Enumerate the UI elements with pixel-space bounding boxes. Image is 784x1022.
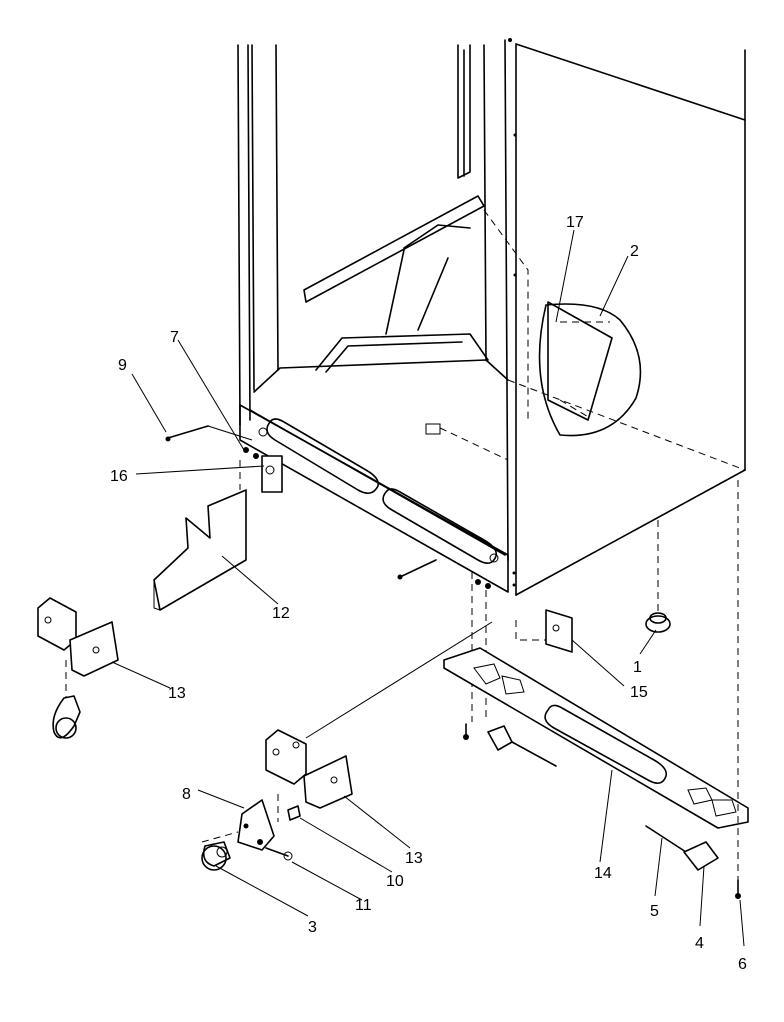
callout-13-center: 13 <box>405 850 423 867</box>
callout-16: 16 <box>110 468 128 485</box>
callout-12: 12 <box>272 605 290 622</box>
kickplate-12 <box>153 489 247 611</box>
leader-lines <box>111 229 745 947</box>
center-screw <box>397 559 491 722</box>
screw-hardware-left <box>165 425 283 493</box>
bracket-13-left <box>37 597 119 739</box>
callout-15: 15 <box>630 684 648 701</box>
callout-14: 14 <box>594 865 612 882</box>
callout-2: 2 <box>630 243 639 260</box>
callout-13-left: 13 <box>168 685 186 702</box>
cabinet-body <box>237 38 746 596</box>
callout-10: 10 <box>386 873 404 890</box>
base-rail-14 <box>443 480 749 899</box>
callout-3: 3 <box>308 919 317 936</box>
callout-4: 4 <box>695 935 704 952</box>
callout-6: 6 <box>738 956 747 973</box>
clip-15 <box>515 609 573 653</box>
callout-1: 1 <box>633 659 642 676</box>
label-cutaway <box>538 301 642 437</box>
callout-8: 8 <box>182 786 191 803</box>
callout-labels: 1 2 3 4 5 6 7 8 9 10 11 12 13 13 14 15 1… <box>110 214 747 973</box>
leveler-1 <box>645 520 671 633</box>
callout-9: 9 <box>118 357 127 374</box>
roller-assembly <box>201 794 301 871</box>
callout-7: 7 <box>170 329 179 346</box>
callout-5: 5 <box>650 903 659 920</box>
bracket-13-center <box>265 621 493 809</box>
callout-11: 11 <box>355 897 372 914</box>
callout-17: 17 <box>566 214 584 231</box>
